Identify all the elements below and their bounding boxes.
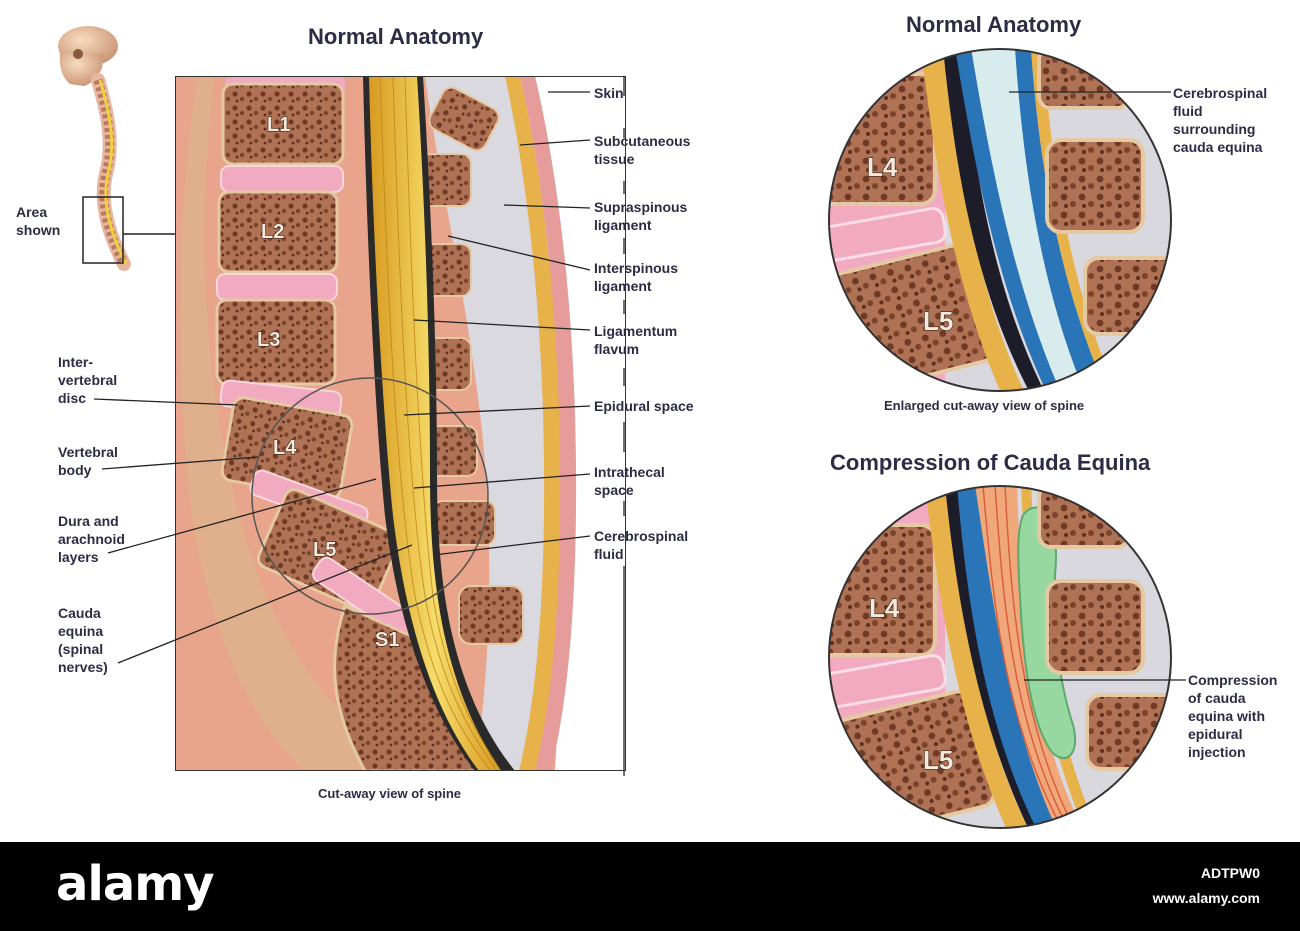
skull-icon — [58, 26, 118, 86]
label-epidural-space: Epidural space — [594, 398, 694, 414]
label-csf-surrounding: Cerebrospinal fluid surrounding cauda eq… — [1173, 85, 1268, 155]
label-interspinous-ligament: Interspinous ligament — [594, 260, 679, 294]
vertebra-label: L4 — [867, 152, 898, 182]
vertebra-label: S1 — [375, 629, 399, 651]
inset-top-title: Normal Anatomy — [906, 12, 1082, 37]
label-cauda-equina: Cauda equina (spinal nerves) — [58, 605, 108, 675]
label-supraspinous-ligament: Supraspinous ligament — [594, 199, 688, 233]
vertebra-label: L4 — [273, 437, 297, 459]
main-caption: Cut-away view of spine — [318, 786, 462, 801]
inset-top-caption: Enlarged cut-away view of spine — [884, 398, 1085, 413]
left-label-pointers — [93, 398, 413, 664]
right-label-pointers — [403, 91, 591, 556]
vertebra-label: L2 — [261, 221, 284, 243]
spine-cross-section: L1 L2 L3 L4 L5 S1 — [175, 76, 626, 771]
magnify-circle — [251, 377, 489, 615]
label-ligamentum-flavum: Ligamentum flavum — [594, 323, 678, 357]
inset-bottom-pointer — [1024, 679, 1186, 681]
area-shown-label: Area shown — [16, 204, 61, 238]
skin-layer — [520, 76, 577, 771]
vertebra-label: L5 — [923, 745, 953, 775]
label-skin: Skin — [594, 85, 624, 101]
inset-bottom-title: Compression of Cauda Equina — [830, 450, 1151, 475]
label-vertebral-body: Vertebral body — [58, 444, 118, 478]
right-leader-lines — [623, 76, 625, 776]
main-title: Normal Anatomy — [308, 24, 484, 49]
cross-section-frame — [175, 76, 626, 771]
vertebra-label: L3 — [257, 329, 280, 351]
label-cerebrospinal-fluid: Cerebrospinal fluid — [594, 528, 689, 562]
label-dura-arachnoid: Dura and arachnoid layers — [58, 513, 125, 565]
vertebra-label: L4 — [869, 593, 900, 623]
cauda-equina — [369, 76, 501, 771]
vertebra-label: L5 — [313, 539, 336, 561]
vertebra-label: L1 — [267, 114, 290, 136]
body-silhouette-figure — [58, 26, 131, 271]
vertebra-label: L5 — [923, 306, 953, 336]
footer-bar — [0, 842, 1300, 931]
area-leader-line — [123, 233, 176, 235]
label-subcutaneous-tissue: Subcutaneous tissue — [594, 133, 691, 167]
inset-top-pointer — [1009, 91, 1171, 93]
subcutaneous-layer — [505, 76, 561, 771]
inset-compression: L4 L5 — [828, 485, 1172, 829]
vertebral-column — [215, 76, 497, 771]
image-id: ADTPW0 — [1200, 865, 1260, 881]
inset-normal-anatomy: L4 L5 — [828, 48, 1172, 392]
label-intrathecal-space: Intrathecal space — [594, 464, 665, 498]
site-link[interactable]: www.alamy.com — [1152, 890, 1260, 906]
label-intervertebral-disc: Inter- vertebral disc — [58, 354, 118, 406]
area-shown-box — [82, 196, 124, 264]
label-compression-injection: Compression of cauda equina with epidura… — [1188, 672, 1278, 760]
brand-logo[interactable]: alamy — [56, 856, 215, 912]
